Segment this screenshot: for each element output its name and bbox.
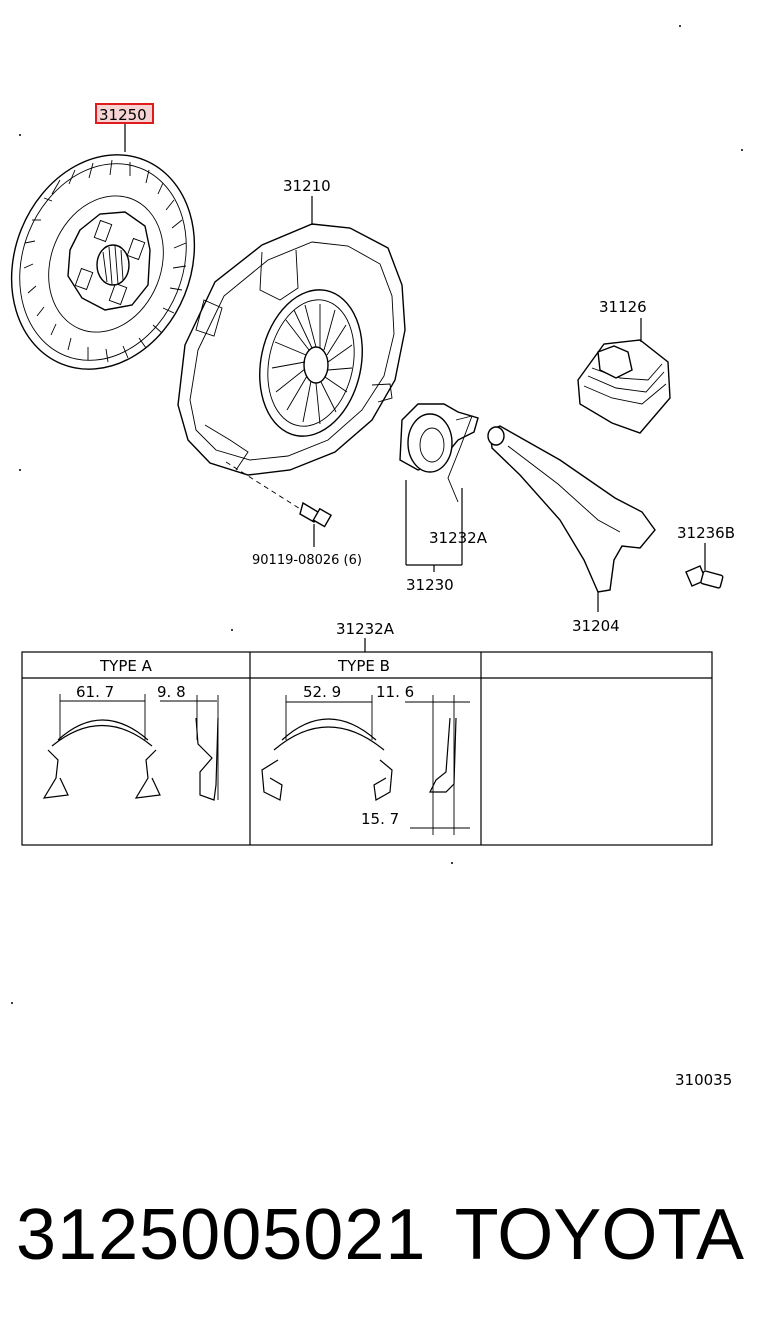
part-number: 3125005021 [16,1195,427,1275]
type-a-clip-drawing [42,694,219,801]
callout-box-31250[interactable] [95,103,154,124]
clutch-cover-drawing [177,196,406,476]
ball-stud-drawing [685,543,724,589]
figure-number: 310035 [675,1071,732,1089]
scan-specks [11,25,743,1004]
type-b-clip-drawing [261,695,470,835]
type-a-header: TYPE A [99,657,153,675]
type-b-height-dim: 15. 7 [361,810,399,828]
type-b-width-dim: 52. 9 [303,683,341,701]
boot-drawing [577,318,671,434]
callout-31126[interactable]: 31126 [599,298,647,316]
callout-31232a[interactable]: 31232A [429,529,488,547]
brand-name: TOYOTA [454,1195,744,1275]
callout-31210[interactable]: 31210 [283,177,331,195]
release-bearing-drawing [399,403,479,572]
clip-table-title: 31232A [336,620,395,638]
type-b-depth-dim: 11. 6 [376,683,414,701]
callout-31204[interactable]: 31204 [572,617,620,635]
footer: 3125005021 TOYOTA [0,1185,760,1285]
callout-31250[interactable]: 31250 [99,106,147,124]
callout-31230[interactable]: 31230 [406,576,454,594]
bolt-drawing [225,461,333,547]
callout-90119-08026[interactable]: 90119-08026 (6) [252,553,362,568]
callout-31236b[interactable]: 31236B [677,524,735,542]
clip-table: 31232A TYPE A TYPE B 61. 7 9. 8 [21,620,713,846]
release-fork-drawing [487,425,656,612]
type-a-width-dim: 61. 7 [76,683,114,701]
type-a-depth-dim: 9. 8 [157,683,186,701]
clutch-disc-drawing [10,123,196,370]
type-b-header: TYPE B [337,657,390,675]
